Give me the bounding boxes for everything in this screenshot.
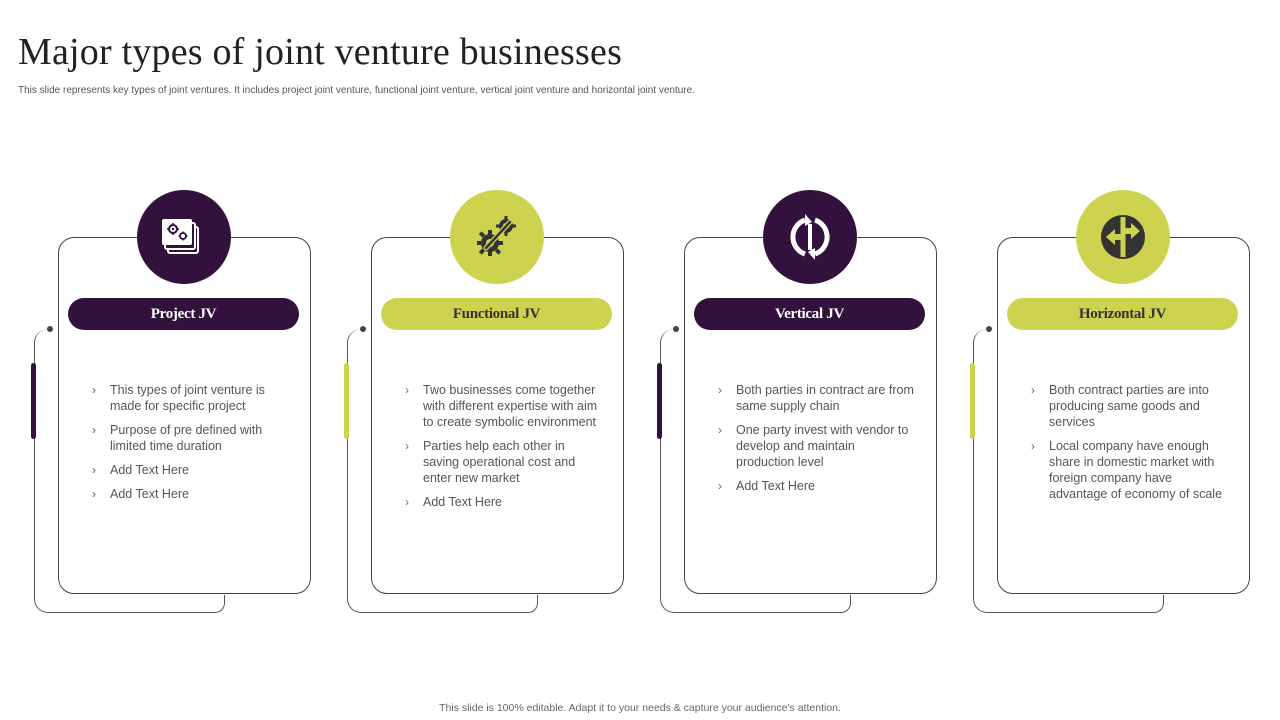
chevron-right-icon: › [405, 383, 409, 397]
icon-circle [1076, 190, 1170, 284]
accent-bar [657, 363, 662, 439]
accent-bar [970, 363, 975, 439]
icon-circle [450, 190, 544, 284]
list-item: ›Add Text Here [405, 495, 502, 509]
chevron-right-icon: › [92, 383, 96, 397]
list-item: ›One party invest with vendor to develop… [718, 423, 909, 469]
list-item: ›Both parties in contract are from same … [718, 383, 914, 413]
chevron-right-icon: › [1031, 439, 1035, 453]
card-title-pill: Vertical JV [694, 298, 925, 330]
bullet-list: ›This types of joint venture is made for… [92, 382, 288, 510]
connector-dot [47, 326, 53, 332]
page-subtitle: This slide represents key types of joint… [18, 85, 696, 96]
accent-bar [344, 363, 349, 439]
chevron-right-icon: › [92, 423, 96, 437]
chevron-right-icon: › [405, 495, 409, 509]
card-title-pill: Functional JV [381, 298, 612, 330]
documents-gears-icon [162, 219, 199, 254]
bullet-list: ›Two businesses come together with diffe… [405, 382, 601, 518]
page-title: Major types of joint venture businesses [18, 31, 623, 73]
chevron-right-icon: › [92, 463, 96, 477]
vertical-arrows-cycle-icon [790, 214, 830, 260]
chevron-right-icon: › [405, 439, 409, 453]
list-item: ›Both contract parties are into producin… [1031, 383, 1209, 429]
list-item: ›Add Text Here [92, 463, 189, 477]
bullet-list: ›Both parties in contract are from same … [718, 382, 914, 502]
chevron-right-icon: › [1031, 383, 1035, 397]
chevron-right-icon: › [718, 383, 722, 397]
list-item: ›Add Text Here [718, 479, 815, 493]
list-item: ›Parties help each other in saving opera… [405, 439, 576, 485]
card-project-jv: Project JV ›This types of joint venture … [20, 188, 311, 618]
connector-dot [360, 326, 366, 332]
chevron-right-icon: › [718, 479, 722, 493]
list-item: ›Two businesses come together with diffe… [405, 383, 598, 429]
gear-wrench-icon [477, 216, 516, 256]
card-title-pill: Project JV [68, 298, 299, 330]
card-body [997, 237, 1250, 594]
connector-dot [986, 326, 992, 332]
footer-note: This slide is 100% editable. Adapt it to… [439, 702, 841, 714]
icon-circle [763, 190, 857, 284]
list-item: ›Local company have enough share in dome… [1031, 439, 1223, 501]
card-title-pill: Horizontal JV [1007, 298, 1238, 330]
bullet-list: ›Both contract parties are into producin… [1031, 382, 1227, 510]
list-item: ›This types of joint venture is made for… [92, 383, 265, 413]
card-body [371, 237, 624, 594]
icon-circle [137, 190, 231, 284]
card-body [58, 237, 311, 594]
list-item: ›Add Text Here [92, 487, 189, 501]
accent-bar [31, 363, 36, 439]
list-item: ›Purpose of pre defined with limited tim… [92, 423, 263, 453]
connector-dot [673, 326, 679, 332]
chevron-right-icon: › [718, 423, 722, 437]
horizontal-split-arrows-icon [1101, 215, 1145, 259]
card-horizontal-jv: Horizontal JV ›Both contract parties are… [959, 188, 1250, 618]
chevron-right-icon: › [92, 487, 96, 501]
card-vertical-jv: Vertical JV ›Both parties in contract ar… [646, 188, 937, 618]
card-functional-jv: Functional JV ›Two businesses come toget… [333, 188, 624, 618]
